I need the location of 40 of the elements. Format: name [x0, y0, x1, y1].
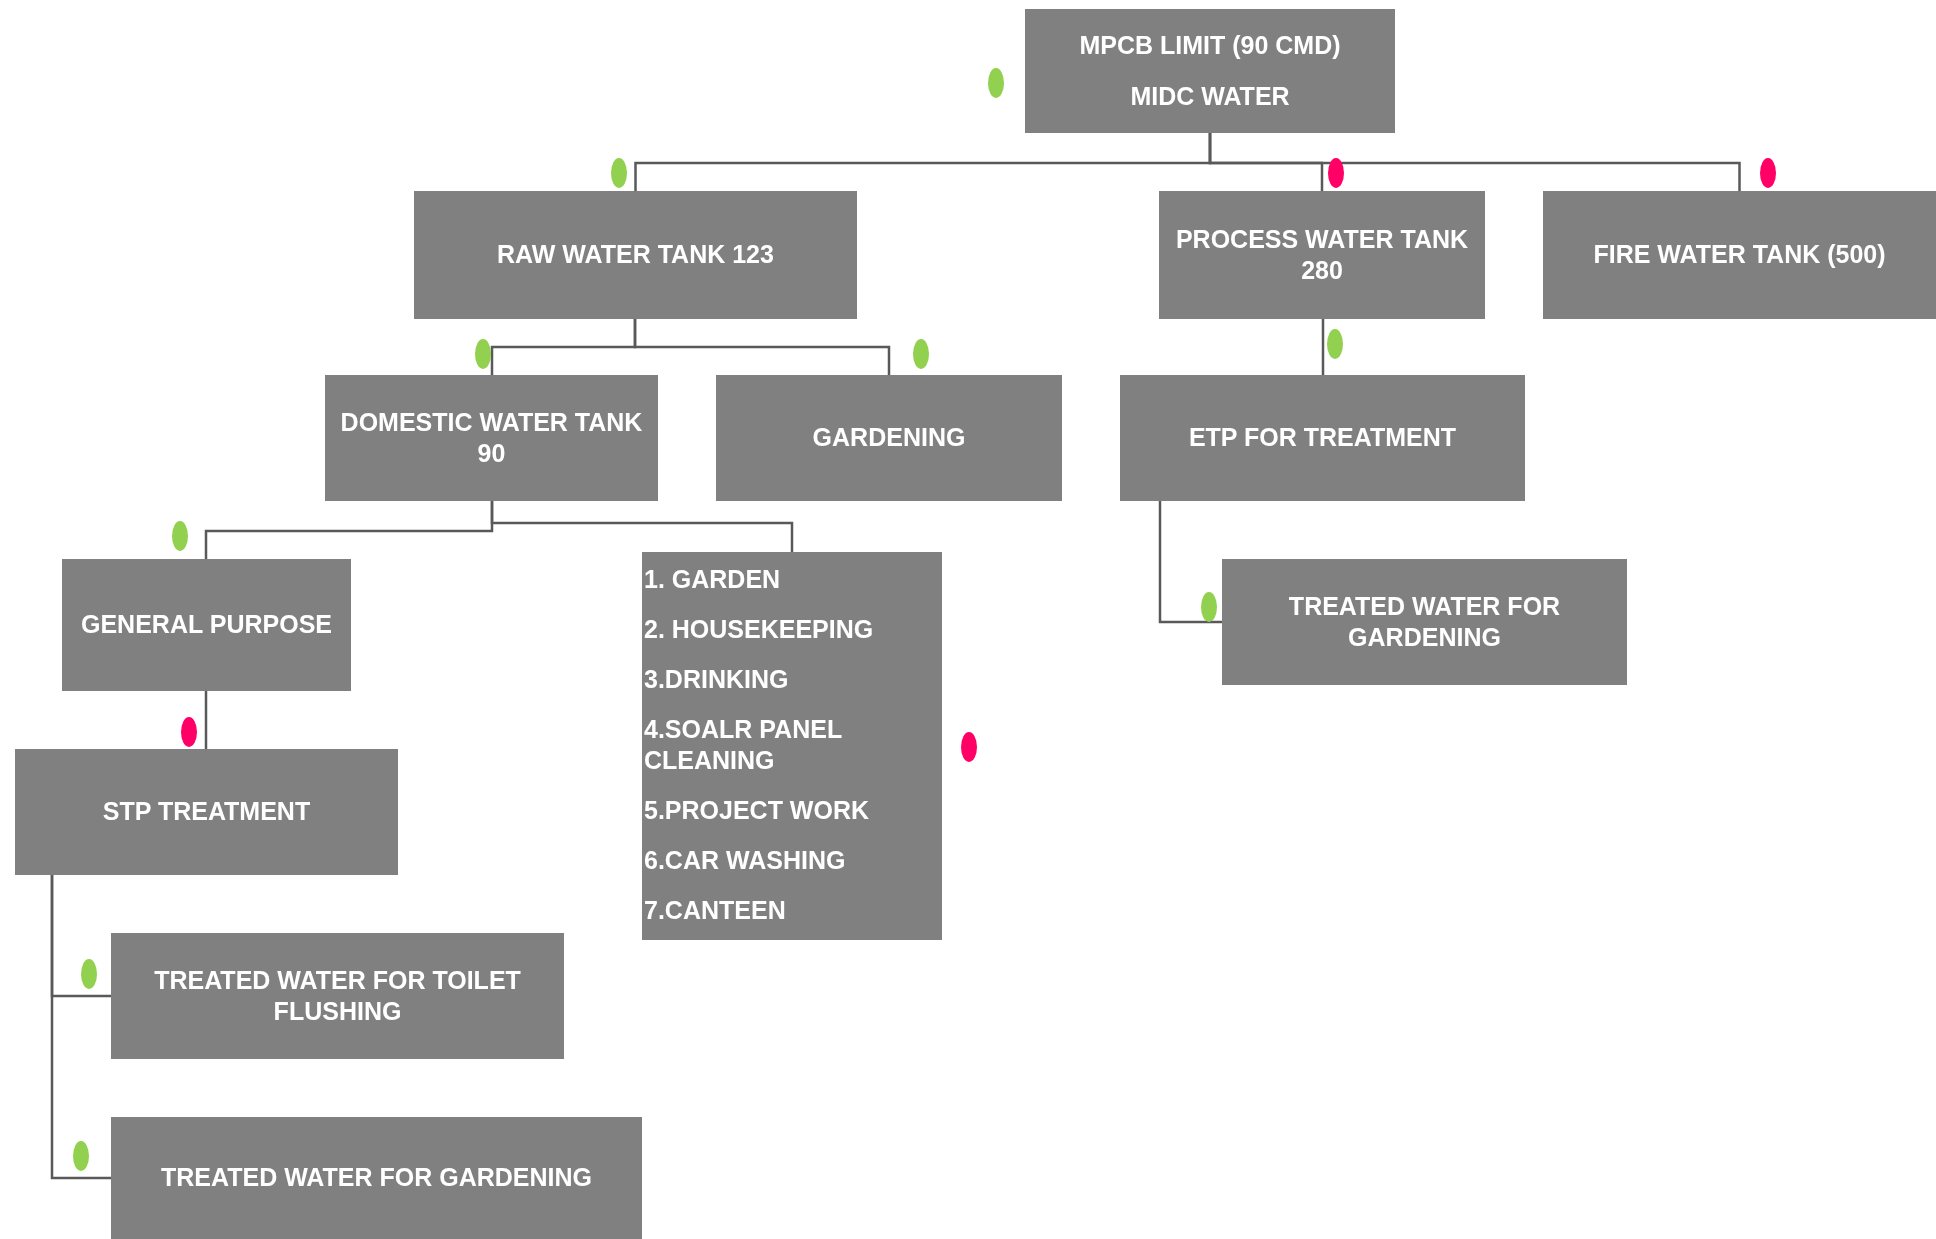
box-label: RAW WATER TANK 123	[497, 239, 774, 271]
connector-line	[204, 691, 208, 749]
box-label: FIRE WATER TANK (500)	[1593, 239, 1886, 271]
list-item: 3.DRINKING	[644, 663, 789, 695]
box-label: STP TREATMENT	[102, 796, 311, 828]
connector-line	[1208, 133, 1741, 191]
box-label: TREATED WATER FOR TOILET FLUSHING	[153, 964, 522, 1027]
list-item: 4.SOALR PANEL CLEANING	[644, 713, 843, 776]
connector-line	[490, 501, 794, 552]
process-box	[1159, 191, 1485, 319]
list-item: 2. HOUSEKEEPING	[644, 613, 874, 645]
process-box	[111, 933, 564, 1059]
box-label: MPCB LIMIT (90 CMD)	[1079, 29, 1341, 61]
box-label: DOMESTIC WATER TANK 90	[339, 406, 644, 469]
list-item: 6.CAR WASHING	[644, 844, 846, 876]
list-item: 7.CANTEEN	[644, 894, 786, 926]
process-box	[1222, 559, 1627, 685]
process-box	[15, 749, 398, 875]
connector-line	[633, 319, 891, 375]
process-box	[1120, 375, 1525, 501]
box-label: GARDENING	[812, 422, 966, 454]
box-label: TREATED WATER FOR GARDENING	[1287, 590, 1562, 653]
box-label: TREATED WATER FOR GARDENING	[161, 1162, 592, 1194]
box-label: PROCESS WATER TANK 280	[1174, 223, 1470, 286]
list-item: 1. GARDEN	[644, 564, 781, 595]
process-box	[62, 559, 351, 691]
process-box	[325, 375, 658, 501]
process-box	[1543, 191, 1936, 319]
box-label: ETP FOR TREATMENT	[1188, 422, 1457, 454]
process-box	[111, 1117, 642, 1239]
process-box	[1025, 9, 1395, 133]
box-label: GENERAL PURPOSE	[81, 609, 332, 641]
connector-line	[50, 875, 111, 1180]
connector-line	[1158, 501, 1222, 624]
process-box	[642, 552, 942, 940]
list-item: 5.PROJECT WORK	[644, 794, 870, 826]
process-box	[716, 375, 1062, 501]
connector-line	[1321, 319, 1325, 375]
box-label: MIDC WATER	[1130, 81, 1290, 112]
process-box	[414, 191, 857, 319]
